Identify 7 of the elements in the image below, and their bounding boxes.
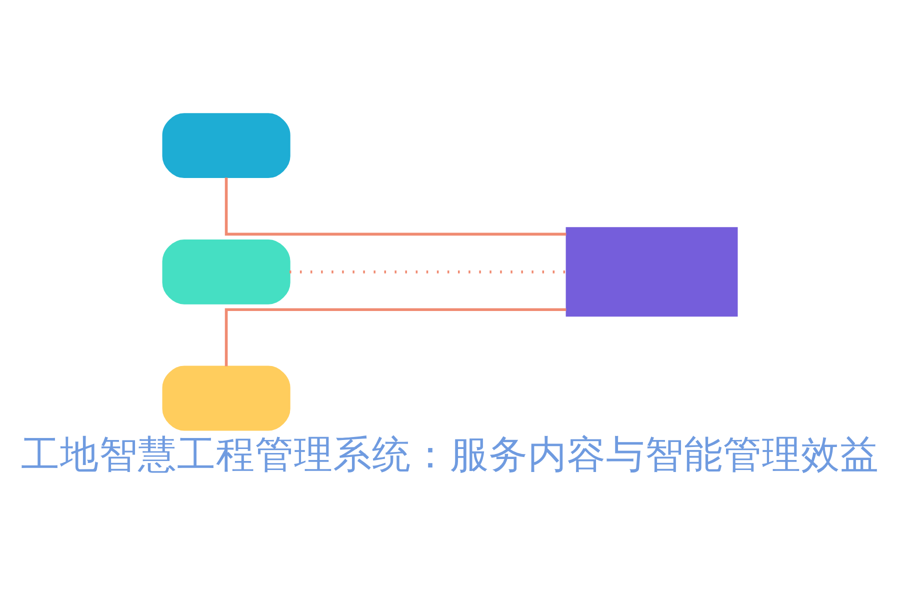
node-box xyxy=(162,239,290,304)
connector xyxy=(224,308,566,366)
node-box xyxy=(162,366,290,431)
diagram-title: 工地智慧工程管理系统：服务内容与智能管理效益 xyxy=(21,432,879,478)
node-box xyxy=(566,227,738,317)
node-box xyxy=(162,113,290,178)
connector xyxy=(224,178,566,236)
